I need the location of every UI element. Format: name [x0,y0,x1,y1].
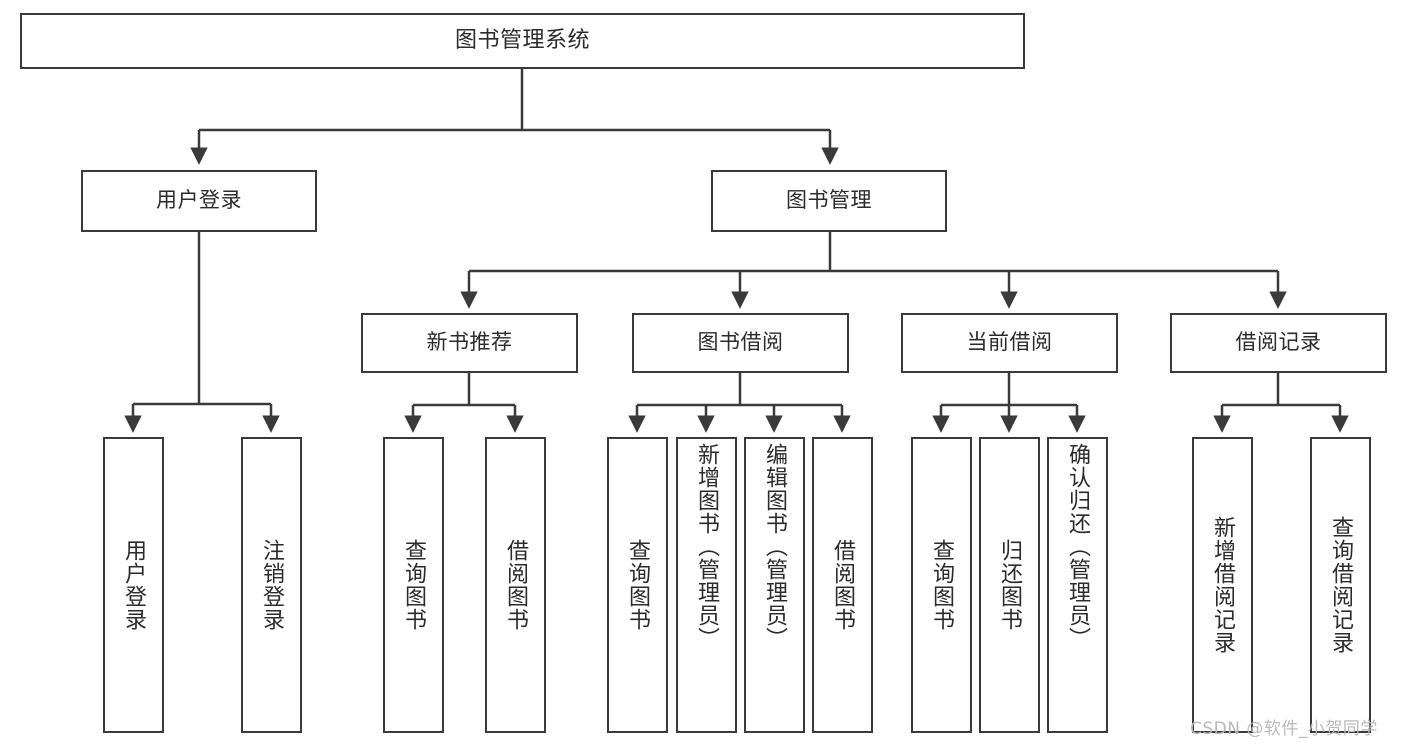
leaf-current-borrow-return-book[interactable]: 归还图书 [979,437,1040,733]
node-label: 图书管理系统 [454,27,590,53]
leaf-book-borrow-query-book[interactable]: 查询图书 [607,437,668,733]
leaf-user-login-logout[interactable]: 注销登录 [241,437,302,733]
node-label: 新增借阅记录 [1210,516,1236,654]
leaf-current-borrow-query-book[interactable]: 查询图书 [911,437,972,733]
node-current-borrow[interactable]: 当前借阅 [901,313,1118,373]
node-label: 确认归还（管理员） [1065,443,1091,650]
node-label: 图书借阅 [697,330,784,355]
node-book-management[interactable]: 图书管理 [711,170,947,232]
node-label: 借阅记录 [1235,330,1322,355]
node-label: 归还图书 [997,539,1023,631]
node-new-book-recommend[interactable]: 新书推荐 [361,313,578,373]
leaf-new-book-borrow-book[interactable]: 借阅图书 [485,437,546,733]
leaf-book-borrow-edit-book-admin[interactable]: 编辑图书（管理员） [744,437,805,733]
node-label: 用户登录 [121,539,147,631]
node-label: 查询图书 [625,539,651,631]
node-label: 查询图书 [401,539,427,631]
leaf-borrow-record-add-record[interactable]: 新增借阅记录 [1192,437,1253,733]
node-user-login[interactable]: 用户登录 [81,170,317,232]
node-borrow-record[interactable]: 借阅记录 [1170,313,1387,373]
node-book-borrow[interactable]: 图书借阅 [632,313,849,373]
leaf-current-borrow-confirm-return-admin[interactable]: 确认归还（管理员） [1047,437,1108,733]
leaf-book-borrow-add-book-admin[interactable]: 新增图书（管理员） [676,437,737,733]
node-label: 查询借阅记录 [1328,516,1354,654]
leaf-user-login-login[interactable]: 用户登录 [103,437,164,733]
leaf-book-borrow-borrow-book[interactable]: 借阅图书 [812,437,873,733]
node-label: 注销登录 [259,539,285,631]
node-label: 新书推荐 [426,330,513,355]
node-root-book-management-system[interactable]: 图书管理系统 [20,13,1025,69]
node-label: 当前借阅 [966,330,1053,355]
leaf-borrow-record-query-record[interactable]: 查询借阅记录 [1310,437,1371,733]
node-label: 编辑图书（管理员） [762,443,788,650]
node-label: 图书管理 [786,188,872,213]
node-label: 新增图书（管理员） [694,443,720,650]
node-label: 查询图书 [929,539,955,631]
leaf-new-book-query-book[interactable]: 查询图书 [383,437,444,733]
csdn-watermark: CSDN @软件_小贺同学 [1190,719,1378,739]
node-label: 借阅图书 [503,539,529,631]
node-label: 用户登录 [156,188,242,213]
node-label: 借阅图书 [830,539,856,631]
